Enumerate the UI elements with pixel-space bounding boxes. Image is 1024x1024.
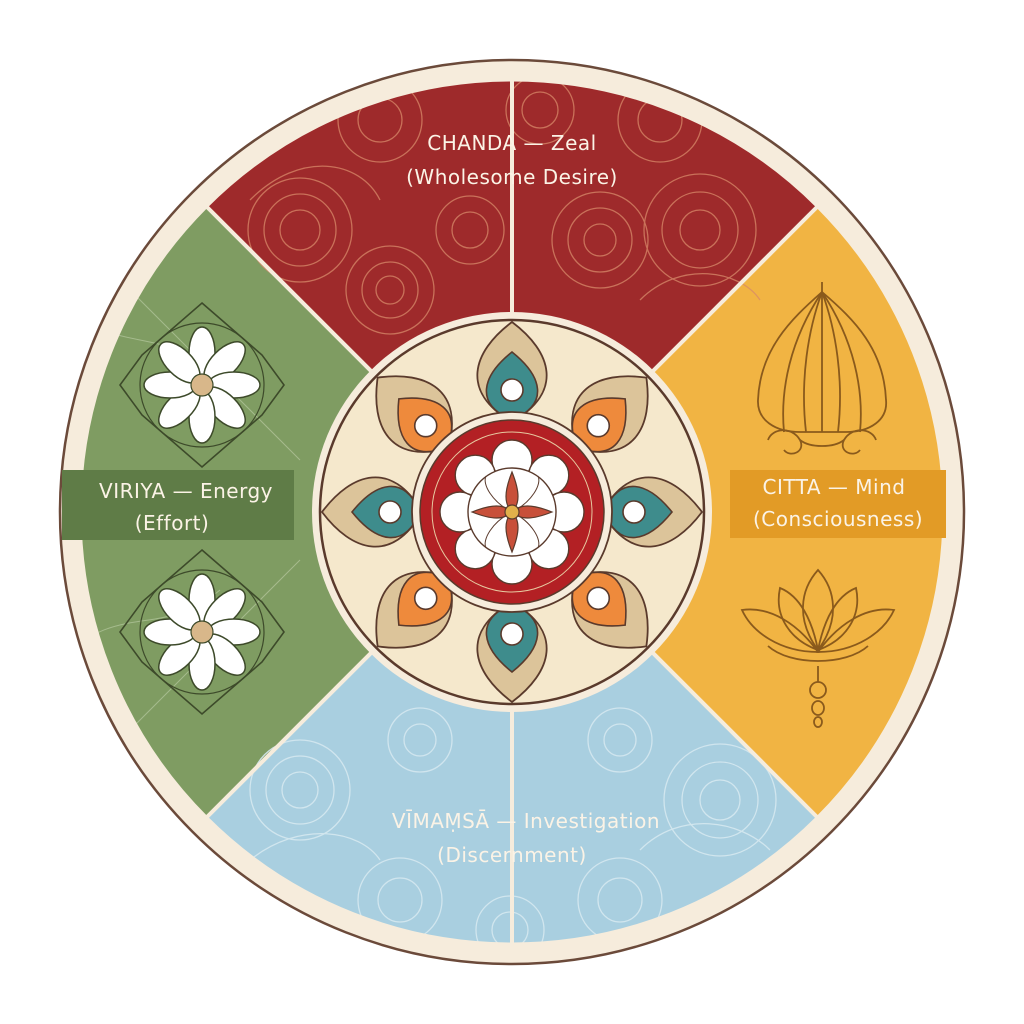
right-label-line1: CITTA — Mind <box>763 475 906 499</box>
top-label-line1: CHANDA — Zeal <box>427 131 596 155</box>
lotus-bud-icon <box>757 282 887 455</box>
lotus-mandala-icon <box>312 312 712 712</box>
right-label-band <box>730 470 946 538</box>
swirl-pattern-icon <box>247 80 761 335</box>
white-flower-mandala-icon <box>119 548 285 716</box>
lotus-flower-icon <box>740 568 896 728</box>
bottom-label-line2: (Discernment) <box>437 843 587 867</box>
top-label-line2: (Wholesome Desire) <box>406 165 618 189</box>
left-label-line2: (Effort) <box>135 511 210 535</box>
left-label-band <box>62 470 294 540</box>
right-label-line2: (Consciousness) <box>753 507 923 531</box>
bottom-label-line1: VĪMAṂSĀ — Investigation <box>392 809 660 833</box>
left-label-line1: VIRIYA — Energy <box>99 479 273 503</box>
white-flower-mandala-icon <box>119 301 285 469</box>
